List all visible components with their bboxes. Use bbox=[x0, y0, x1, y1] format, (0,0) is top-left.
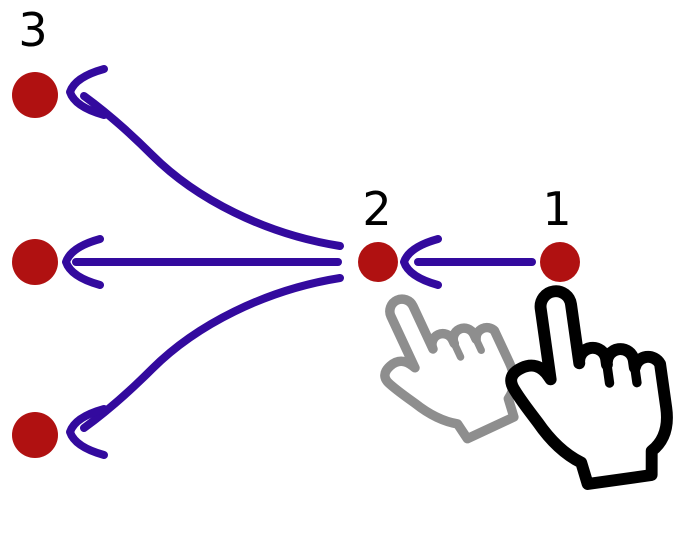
arrow-group bbox=[62, 65, 536, 459]
black-hand-outline bbox=[505, 285, 673, 490]
dot-group bbox=[12, 72, 580, 458]
black-hand-pointer-icon bbox=[505, 285, 673, 490]
dot-left-top bbox=[12, 72, 58, 118]
gray-hand-outline bbox=[380, 294, 519, 444]
label-step-2: 2 bbox=[362, 182, 391, 236]
gray-hand-knuckle-lines bbox=[449, 333, 485, 361]
arrowhead-node2-icon bbox=[400, 235, 442, 289]
arrowhead-bottom-dot-icon bbox=[66, 405, 108, 459]
label-step-1: 1 bbox=[542, 182, 571, 236]
arrow-shaft-node2-to-bottom-dot bbox=[80, 274, 344, 432]
dot-left-middle bbox=[12, 239, 58, 285]
gray-hand-pointer-icon bbox=[380, 294, 519, 444]
label-step-3: 3 bbox=[18, 3, 47, 57]
dot-node2 bbox=[358, 242, 398, 282]
dot-left-bottom bbox=[12, 412, 58, 458]
dot-node1 bbox=[540, 242, 580, 282]
arrowhead-middle-dot-icon bbox=[62, 235, 104, 289]
black-hand-knuckle-lines bbox=[601, 356, 642, 388]
arrowhead-top-dot-icon bbox=[66, 65, 108, 119]
arrow-shaft-node2-to-top-dot bbox=[80, 92, 344, 250]
